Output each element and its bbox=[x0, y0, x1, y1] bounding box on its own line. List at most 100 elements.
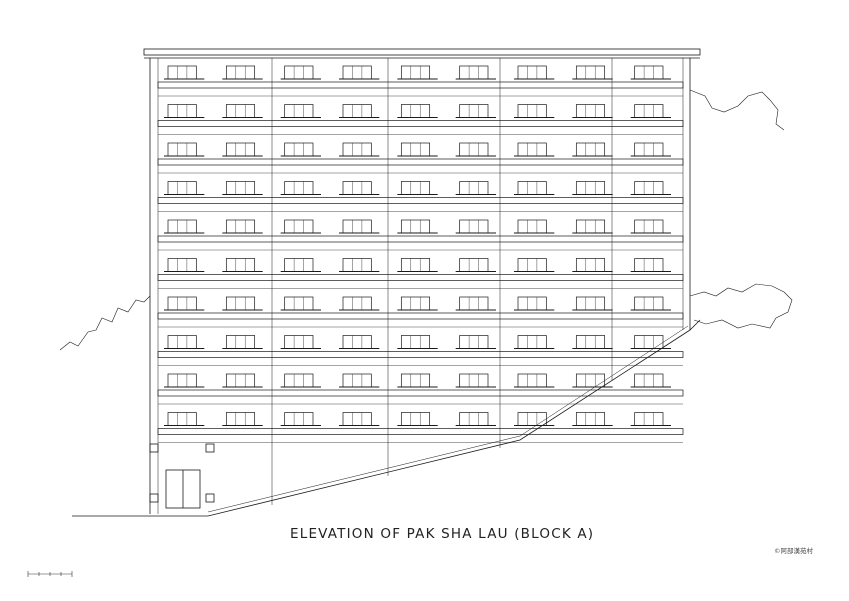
window bbox=[517, 296, 547, 311]
window bbox=[342, 373, 372, 388]
window bbox=[225, 142, 256, 157]
window bbox=[575, 219, 606, 234]
window bbox=[459, 65, 489, 80]
window bbox=[342, 258, 372, 272]
window bbox=[342, 65, 372, 80]
window bbox=[400, 412, 431, 426]
window bbox=[225, 104, 256, 118]
window bbox=[167, 104, 197, 118]
window bbox=[284, 181, 314, 195]
window bbox=[284, 373, 314, 388]
window bbox=[575, 412, 606, 426]
window bbox=[284, 142, 314, 157]
window bbox=[225, 65, 256, 80]
window bbox=[517, 65, 547, 80]
window bbox=[284, 219, 314, 234]
window bbox=[459, 142, 489, 157]
window bbox=[517, 181, 547, 195]
tree-left bbox=[59, 295, 151, 351]
window bbox=[634, 65, 664, 80]
window bbox=[517, 219, 547, 234]
window bbox=[575, 296, 606, 311]
window bbox=[167, 219, 197, 234]
drawing-title: ELEVATION OF PAK SHA LAU (BLOCK A) bbox=[290, 526, 595, 542]
window bbox=[167, 258, 197, 272]
window bbox=[517, 258, 547, 272]
floor-slab-band bbox=[157, 274, 684, 281]
window bbox=[575, 104, 606, 118]
window bbox=[167, 335, 197, 349]
window bbox=[459, 412, 489, 426]
window bbox=[167, 142, 197, 157]
window bbox=[225, 296, 256, 311]
window bbox=[517, 335, 547, 349]
window bbox=[400, 142, 431, 157]
window bbox=[459, 181, 489, 195]
window bbox=[225, 258, 256, 272]
window bbox=[225, 181, 256, 195]
window bbox=[634, 412, 664, 426]
window bbox=[459, 335, 489, 349]
window bbox=[284, 335, 314, 349]
window bbox=[284, 258, 314, 272]
tree-right bbox=[689, 89, 785, 131]
window bbox=[400, 104, 431, 118]
window bbox=[284, 412, 314, 426]
window bbox=[400, 296, 431, 311]
window bbox=[459, 296, 489, 311]
window bbox=[517, 142, 547, 157]
floor-slab-band bbox=[157, 312, 684, 320]
window bbox=[459, 219, 489, 234]
window bbox=[342, 104, 372, 118]
window bbox=[342, 181, 372, 195]
window bbox=[517, 104, 547, 118]
scale-bar bbox=[27, 571, 73, 577]
window bbox=[342, 335, 372, 349]
window bbox=[575, 258, 606, 272]
window bbox=[225, 219, 256, 234]
window bbox=[284, 65, 314, 80]
window bbox=[400, 181, 431, 195]
window bbox=[167, 373, 197, 388]
window bbox=[517, 412, 547, 426]
drawing-credit: ©阿部漢苑村 bbox=[774, 547, 813, 555]
window bbox=[634, 296, 664, 311]
window bbox=[634, 258, 664, 272]
window bbox=[400, 258, 431, 272]
window bbox=[575, 181, 606, 195]
roof-parapet bbox=[143, 48, 701, 56]
window bbox=[459, 373, 489, 388]
window bbox=[284, 296, 314, 311]
window bbox=[400, 65, 431, 80]
window bbox=[459, 104, 489, 118]
window bbox=[575, 65, 606, 80]
window bbox=[167, 65, 197, 80]
window bbox=[225, 335, 256, 349]
window bbox=[167, 296, 197, 311]
window bbox=[167, 412, 197, 426]
floor-slab-band bbox=[157, 197, 684, 204]
floor-slab-band bbox=[157, 389, 684, 397]
floor-slab-band bbox=[157, 81, 684, 89]
window bbox=[634, 181, 664, 195]
window bbox=[225, 412, 256, 426]
floor-slab-band bbox=[157, 351, 684, 358]
window bbox=[342, 142, 372, 157]
window bbox=[634, 335, 664, 349]
window bbox=[517, 373, 547, 388]
window bbox=[400, 373, 431, 388]
window bbox=[575, 373, 606, 388]
window bbox=[634, 373, 664, 388]
window bbox=[575, 335, 606, 349]
window bbox=[459, 258, 489, 272]
window bbox=[634, 104, 664, 118]
window bbox=[225, 373, 256, 388]
window bbox=[342, 296, 372, 311]
window bbox=[342, 412, 372, 426]
floor-slab-band bbox=[157, 158, 684, 166]
window bbox=[342, 219, 372, 234]
floor-slab-band bbox=[157, 428, 684, 435]
window bbox=[634, 142, 664, 157]
window bbox=[575, 142, 606, 157]
window bbox=[400, 335, 431, 349]
